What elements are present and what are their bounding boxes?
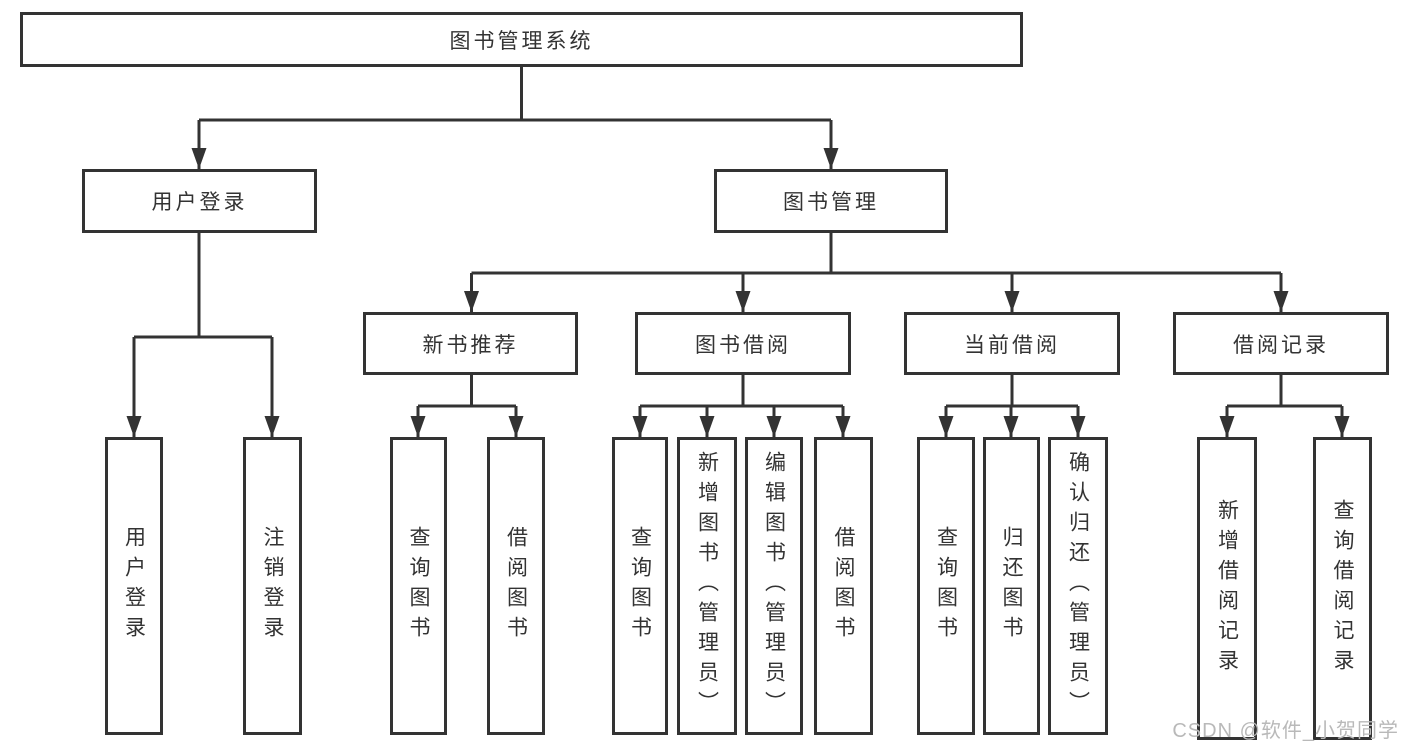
leaf-records-add-record-label: 新增借阅记录 [1215,498,1239,679]
watermark: CSDN @软件_小贺同学 [1172,720,1399,742]
leaf-borrow-borrow-book-label: 借阅图书 [832,526,855,646]
node-root: 图书管理系统 [20,12,1023,67]
leaf-user-login: 用户登录 [105,437,163,735]
leaf-borrow-borrow-book: 借阅图书 [814,437,873,735]
leaf-borrow-query-book: 查询图书 [612,437,668,735]
node-user-login-label: 用户登录 [151,191,248,214]
leaf-newbook-borrow-book: 借阅图书 [487,437,545,735]
leaf-records-query-record: 查询借阅记录 [1313,437,1372,740]
leaf-current-query-book-label: 查询图书 [934,526,958,646]
leaf-logout-label: 注销登录 [261,526,284,646]
node-root-label: 图书管理系统 [449,29,594,53]
node-borrow-records: 借阅记录 [1173,312,1389,375]
leaf-newbook-borrow-book-label: 借阅图书 [504,526,528,646]
node-current-borrow: 当前借阅 [904,312,1120,375]
node-book-borrow: 图书借阅 [635,312,851,375]
node-book-management: 图书管理 [714,169,948,233]
leaf-borrow-edit-book-admin: 编辑图书（管理员） [745,437,803,735]
leaf-borrow-add-book-admin: 新增图书（管理员） [677,437,737,735]
leaf-newbook-query-book: 查询图书 [390,437,447,735]
leaf-newbook-query-book-label: 查询图书 [407,526,430,646]
leaf-borrow-add-book-admin-label: 新增图书（管理员） [695,451,719,721]
leaf-user-login-label: 用户登录 [122,526,146,646]
node-user-login: 用户登录 [82,169,317,233]
leaf-current-return-book-label: 归还图书 [1000,526,1023,646]
leaf-logout: 注销登录 [243,437,302,735]
leaf-borrow-query-book-label: 查询图书 [628,526,652,646]
node-new-book-recommend-label: 新书推荐 [422,333,519,357]
node-book-management-label: 图书管理 [783,191,879,214]
leaf-borrow-edit-book-admin-label: 编辑图书（管理员） [762,451,786,721]
node-current-borrow-label: 当前借阅 [964,333,1060,357]
leaf-current-query-book: 查询图书 [917,437,975,735]
leaf-records-query-record-label: 查询借阅记录 [1331,498,1354,679]
node-borrow-records-label: 借阅记录 [1233,333,1329,357]
leaf-current-confirm-return-admin-label: 确认归还（管理员） [1066,451,1090,721]
node-new-book-recommend: 新书推荐 [363,312,578,375]
node-book-borrow-label: 图书借阅 [695,333,791,357]
leaf-current-confirm-return-admin: 确认归还（管理员） [1048,437,1108,735]
leaf-current-return-book: 归还图书 [983,437,1040,735]
leaf-records-add-record: 新增借阅记录 [1197,437,1257,740]
